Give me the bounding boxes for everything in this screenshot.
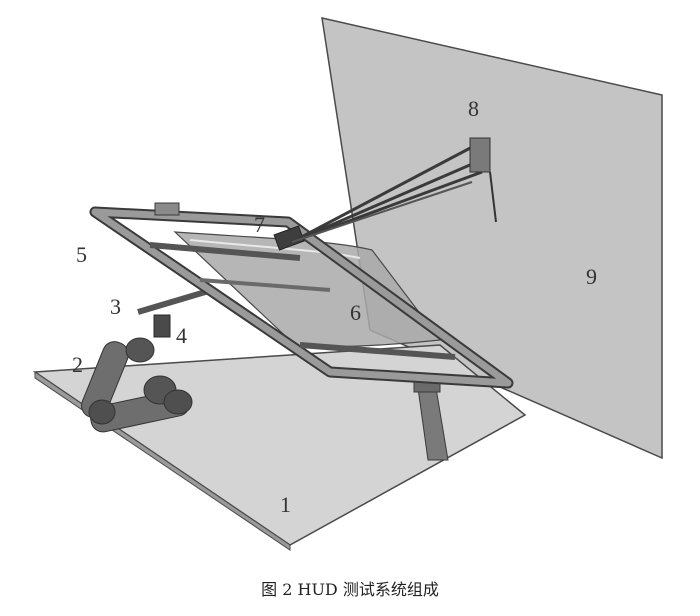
light-beams [291,143,487,244]
windshield-reflection [189,239,361,259]
label-4: 4 [176,323,187,348]
label-6: 6 [350,300,361,325]
hud-projector [273,225,305,251]
hud-test-system-diagram: 1 2 3 4 5 6 7 8 9 [32,17,663,551]
label-3: 3 [110,294,121,319]
robot-arm [81,337,193,433]
label-5: 5 [76,242,87,267]
figure-caption: 图 2 HUD 测试系统组成 [261,580,439,599]
projection-screen [321,17,663,460]
support-rod [137,287,213,315]
label-7: 7 [254,212,265,237]
camera-head [153,314,171,338]
label-8: 8 [468,96,479,121]
label-1: 1 [280,492,291,517]
label-2: 2 [72,352,83,377]
screen-target-mount [469,137,497,223]
tilting-frame [89,206,514,389]
frame-clamp [154,202,180,216]
label-9: 9 [586,264,597,289]
